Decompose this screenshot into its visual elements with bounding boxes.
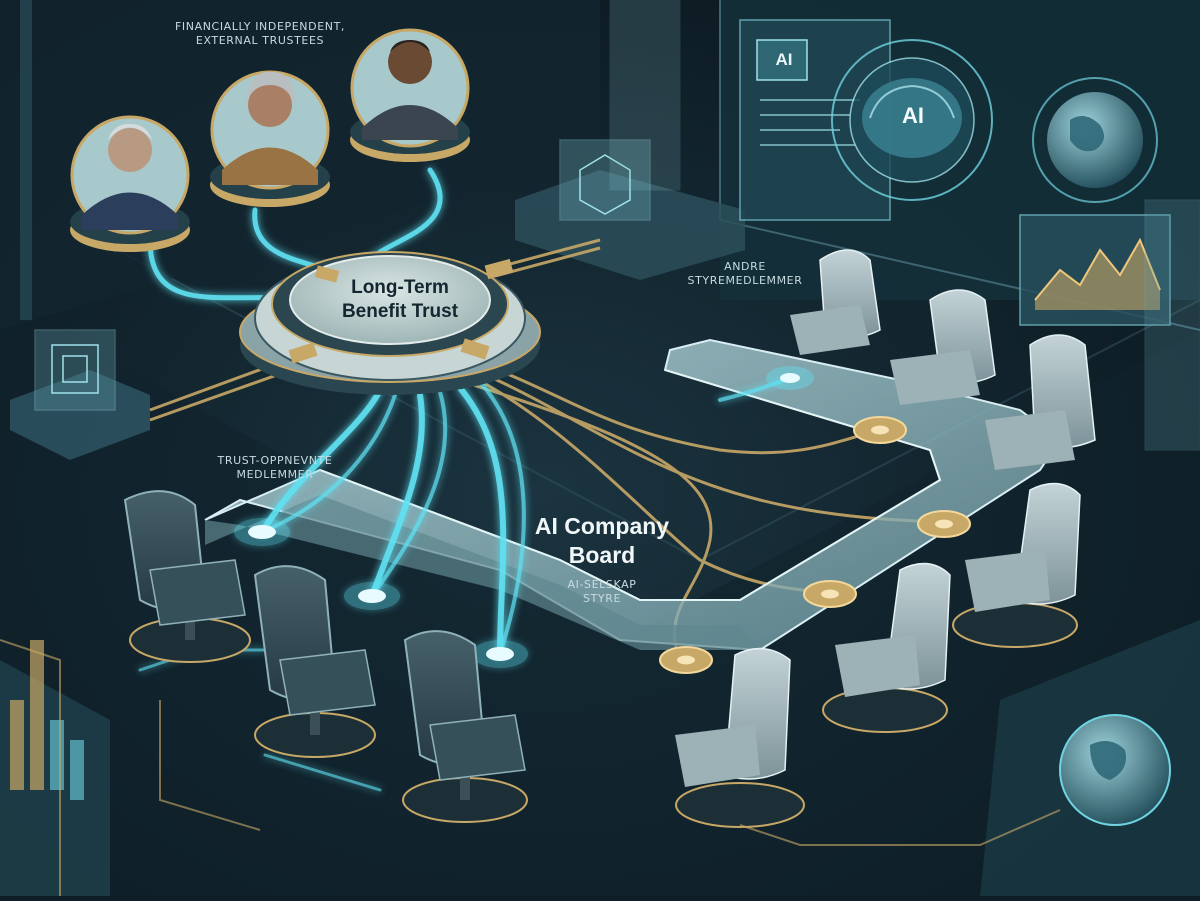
chair: [790, 249, 881, 355]
other-seat-nodes: [659, 416, 971, 674]
chair: [952, 482, 1081, 648]
chart-screen: [1019, 214, 1171, 326]
glass-panel-right: [1144, 199, 1200, 451]
other-members-label-line-2: STYREMEDLEMMER: [687, 274, 803, 287]
brain-label: AI: [902, 103, 924, 128]
board-title-line-1: AI Company: [534, 513, 670, 539]
chair: [402, 630, 528, 823]
ai-brain-hologram: [831, 39, 993, 201]
trustees-label-line-1: FINANCIALLY INDEPENDENT,: [175, 20, 345, 33]
trust-title: Long-Term Benefit Trust: [300, 276, 500, 324]
ai-badge: AI: [775, 50, 793, 69]
glass-cube-left: [10, 329, 150, 460]
board-subtitle: AI-SELSKAP STYRE: [547, 578, 657, 606]
chair: [253, 565, 376, 758]
board-subtitle-line-1: AI-SELSKAP: [567, 578, 637, 591]
chair: [890, 289, 996, 405]
trustee-avatar-1: [70, 115, 190, 252]
board-title-line-2: Board: [568, 542, 636, 568]
board-table: [204, 338, 1062, 652]
glass-cube-center: [515, 0, 745, 280]
chair: [675, 647, 805, 828]
appointed-members-label-line-1: TRUST-OPPNEVNTE: [217, 454, 333, 467]
floor-circuits: [0, 639, 1061, 896]
chair: [985, 334, 1096, 470]
appointed-seat-nodes: [234, 366, 814, 668]
trustees-label: FINANCIALLY INDEPENDENT, EXTERNAL TRUSTE…: [160, 20, 360, 48]
trustee-avatar-3: [350, 28, 470, 162]
bar-chart-hologram: [0, 640, 110, 896]
globe-hologram-top: [1032, 77, 1158, 203]
globe-hologram-bottom: [980, 620, 1200, 896]
chair: [822, 562, 951, 733]
trust-title-line-2: Benefit Trust: [341, 301, 459, 322]
board-title: AI Company Board: [512, 512, 692, 570]
trust-hub: [239, 251, 541, 395]
board-subtitle-line-2: STYRE: [582, 592, 621, 605]
trust-appointed-connectors: [138, 376, 792, 792]
wall-pillar: [20, 0, 32, 320]
chair: [123, 490, 251, 663]
other-members-label: ANDRE STYREMEDLEMMER: [665, 260, 825, 288]
trust-title-line-1: Long-Term: [351, 277, 449, 298]
other-members-label-line-1: ANDRE: [724, 260, 766, 273]
trustees-label-line-2: EXTERNAL TRUSTEES: [195, 34, 325, 47]
appointed-members-label: TRUST-OPPNEVNTE MEDLEMMER: [200, 454, 350, 482]
trustee-avatar-2: [210, 70, 330, 207]
appointed-members-label-line-2: MEDLEMMER: [236, 468, 314, 481]
